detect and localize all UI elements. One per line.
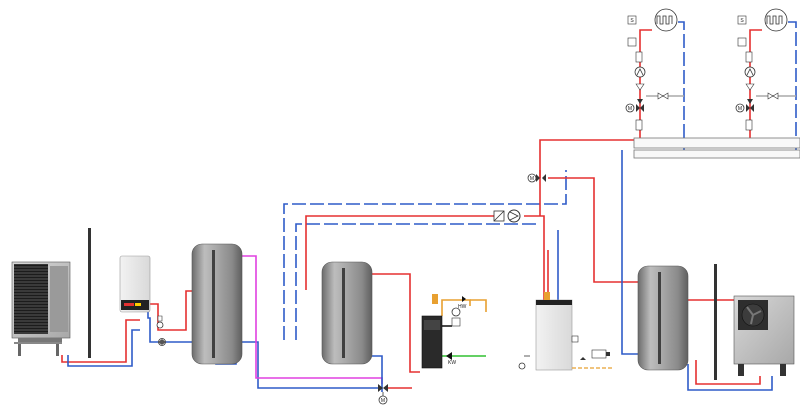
pipe-hc2-return <box>788 21 797 150</box>
circulation-pump-icon <box>507 209 521 223</box>
check-valve-hc2-icon <box>745 83 755 91</box>
limit-switch-icon <box>635 51 643 63</box>
kw-arrow-icon <box>446 352 452 360</box>
sensor-icon <box>627 15 637 25</box>
pipe-tank3-flow-bottom <box>695 360 761 385</box>
valve-hw-icon <box>462 296 466 302</box>
mixer-valve-hc1-icon: M <box>625 99 644 113</box>
motor-label: M <box>381 398 385 404</box>
heat-pump-right <box>733 295 795 376</box>
sensor-label-2: S <box>740 18 744 24</box>
underfloor-coil-icon <box>764 8 788 32</box>
pipe-dashed-return-lower <box>295 223 540 340</box>
pipe-main-mix <box>548 177 640 283</box>
pipe-hw-out <box>441 299 471 316</box>
safety-valve-icon <box>156 315 164 329</box>
distribution-manifold <box>633 137 800 159</box>
sensor-box-icon <box>571 335 579 343</box>
fresh-water-station <box>421 294 443 369</box>
pipe-main-flow <box>539 139 634 216</box>
piping-network <box>61 21 797 392</box>
storage-tank-2 <box>321 261 373 365</box>
hw-label: HW <box>458 304 467 310</box>
check-valve-hc1-icon <box>635 83 645 91</box>
filter-hc1-icon <box>635 119 643 131</box>
expansion-valve-icon <box>158 338 166 346</box>
bypass-valve-hc1-icon <box>657 92 669 100</box>
bypass-valve-hc2-icon <box>767 92 779 100</box>
pipe-circ-flow-2 <box>524 215 545 300</box>
pipe-hp1-return <box>67 329 140 367</box>
pipe-tank2-return <box>372 355 383 392</box>
pipe-hp1-flow <box>61 319 140 363</box>
main-motor-label: M <box>530 176 534 182</box>
limit-switch-icon <box>745 51 753 63</box>
heating-circuit-1: S M <box>625 8 678 131</box>
pipe-hc1-return <box>678 21 685 150</box>
pipe-hw-out-2 <box>470 299 487 312</box>
main-mixing-valve-icon: M <box>527 173 546 183</box>
sensor-icon <box>737 15 747 25</box>
pipe-circ-flow <box>305 215 494 290</box>
wall-mounted-unit <box>119 255 151 313</box>
sensor-label: S <box>630 18 634 24</box>
fuel-line-icon <box>572 349 612 369</box>
underfloor-coil-icon <box>654 8 678 32</box>
check-valve-icon <box>493 210 505 222</box>
mixing-valve-motor-icon: M <box>378 384 388 405</box>
pressure-gauge-icon <box>518 355 530 370</box>
floor-boiler <box>535 292 573 371</box>
wall-divider-left <box>88 228 91 358</box>
hc1-motor-label: M <box>628 106 632 112</box>
pipe-tank3-return <box>621 150 640 355</box>
kw-label: KW <box>448 360 456 366</box>
hc2-motor-label: M <box>738 106 742 112</box>
heating-circuit-2: S M <box>735 8 788 131</box>
thermostat-icon <box>737 37 747 47</box>
mixer-valve-hc2-icon: M <box>735 99 754 113</box>
filter-hc2-icon <box>745 119 753 131</box>
pipe-tank3-return-bottom <box>687 364 773 391</box>
heat-pump-left <box>11 261 71 356</box>
storage-tank-3 <box>637 265 689 371</box>
circulation-pump-small-icon <box>451 307 461 327</box>
storage-tank-1 <box>191 243 243 365</box>
pipe-dashed-return-upper <box>283 170 567 340</box>
pipe-tank2-flow <box>372 273 420 373</box>
thermostat-icon <box>627 37 637 47</box>
wall-divider-right <box>714 264 717 380</box>
